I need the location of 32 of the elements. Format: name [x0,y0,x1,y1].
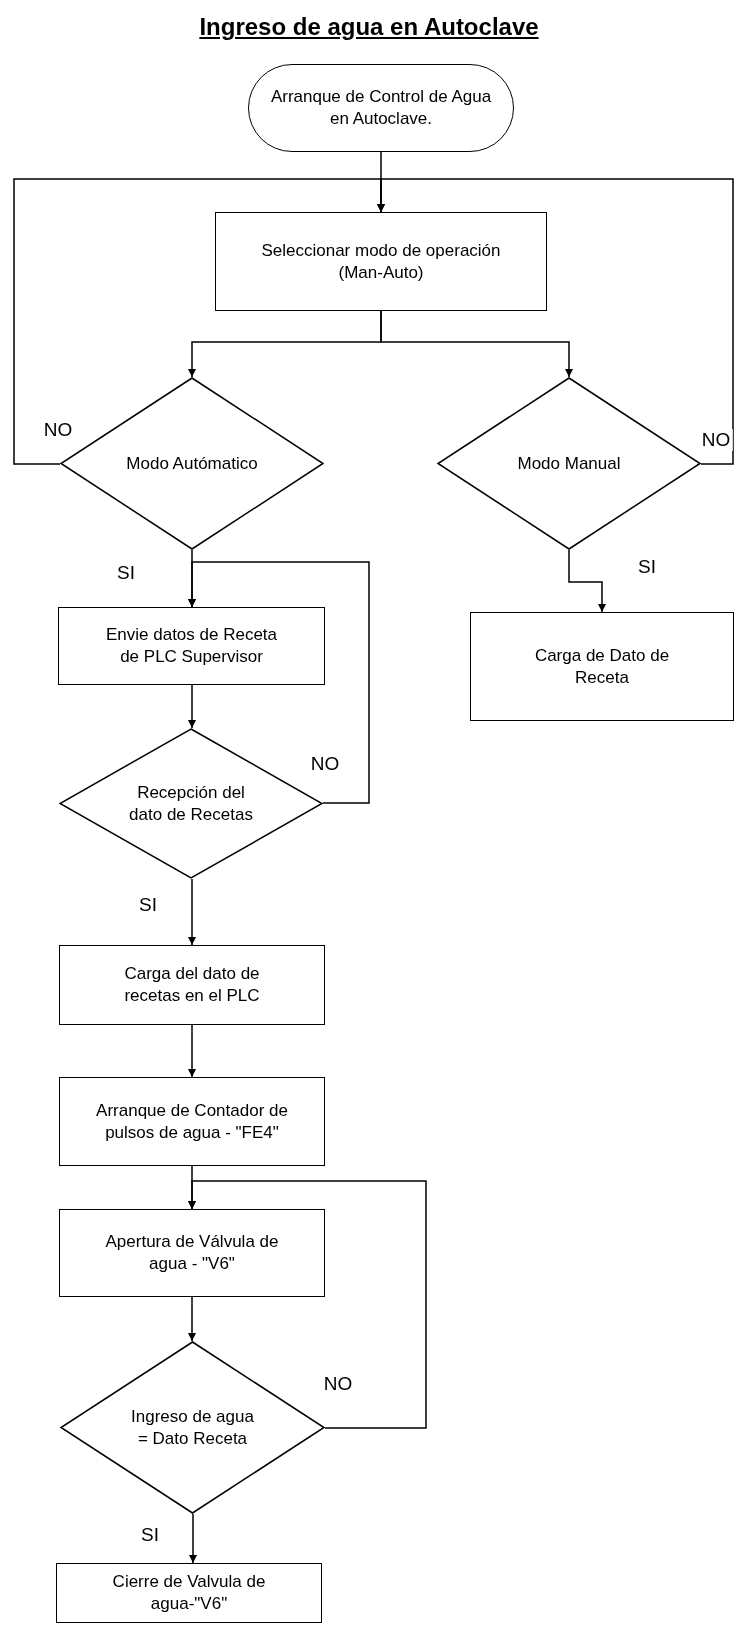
process-box [56,1563,322,1623]
arrow [188,878,196,946]
node-text: Arranque de Contador de pulsos de agua - "FE4" [96,1099,288,1144]
process-box [59,945,325,1025]
node-text: Carga del dato de recetas en el PLC [123,963,261,1007]
process-box [59,1077,325,1166]
arrow [188,684,196,729]
arrow [189,1513,197,1564]
process-box [215,212,547,311]
node-text: Recepción del dato de Recetas [128,781,254,826]
process-box [59,1209,325,1297]
node-text: Carga de Dato de Receta [533,644,671,689]
arrow [188,561,370,804]
node-text: Ingreso de agua = Dato Receta [130,1405,255,1450]
node-text: Cierre de Valvula de agua-"V6" [111,1571,267,1615]
arrow [377,178,734,465]
arrow [380,310,573,378]
node-text: Modo Autómatico [126,452,258,475]
decision-diamond [60,1341,325,1514]
arrow [188,1296,196,1342]
arrow [188,1024,196,1078]
arrow [188,1180,427,1429]
node-text: Envie datos de Receta de PLC Supervisor [104,624,279,668]
process-box [58,607,325,685]
node-text: Apertura de Válvula de agua - "V6" [104,1231,280,1275]
process-box [470,612,734,721]
arrow [568,549,606,613]
node-text: Arranque de Control de Agua en Autoclave. [269,86,493,130]
node-text: Modo Manual [517,452,621,475]
decision-diamond [437,377,701,550]
diagram-title: Ingreso de agua en Autoclave [198,12,540,42]
node-text: Seleccionar modo de operación (Man-Auto) [260,239,502,284]
